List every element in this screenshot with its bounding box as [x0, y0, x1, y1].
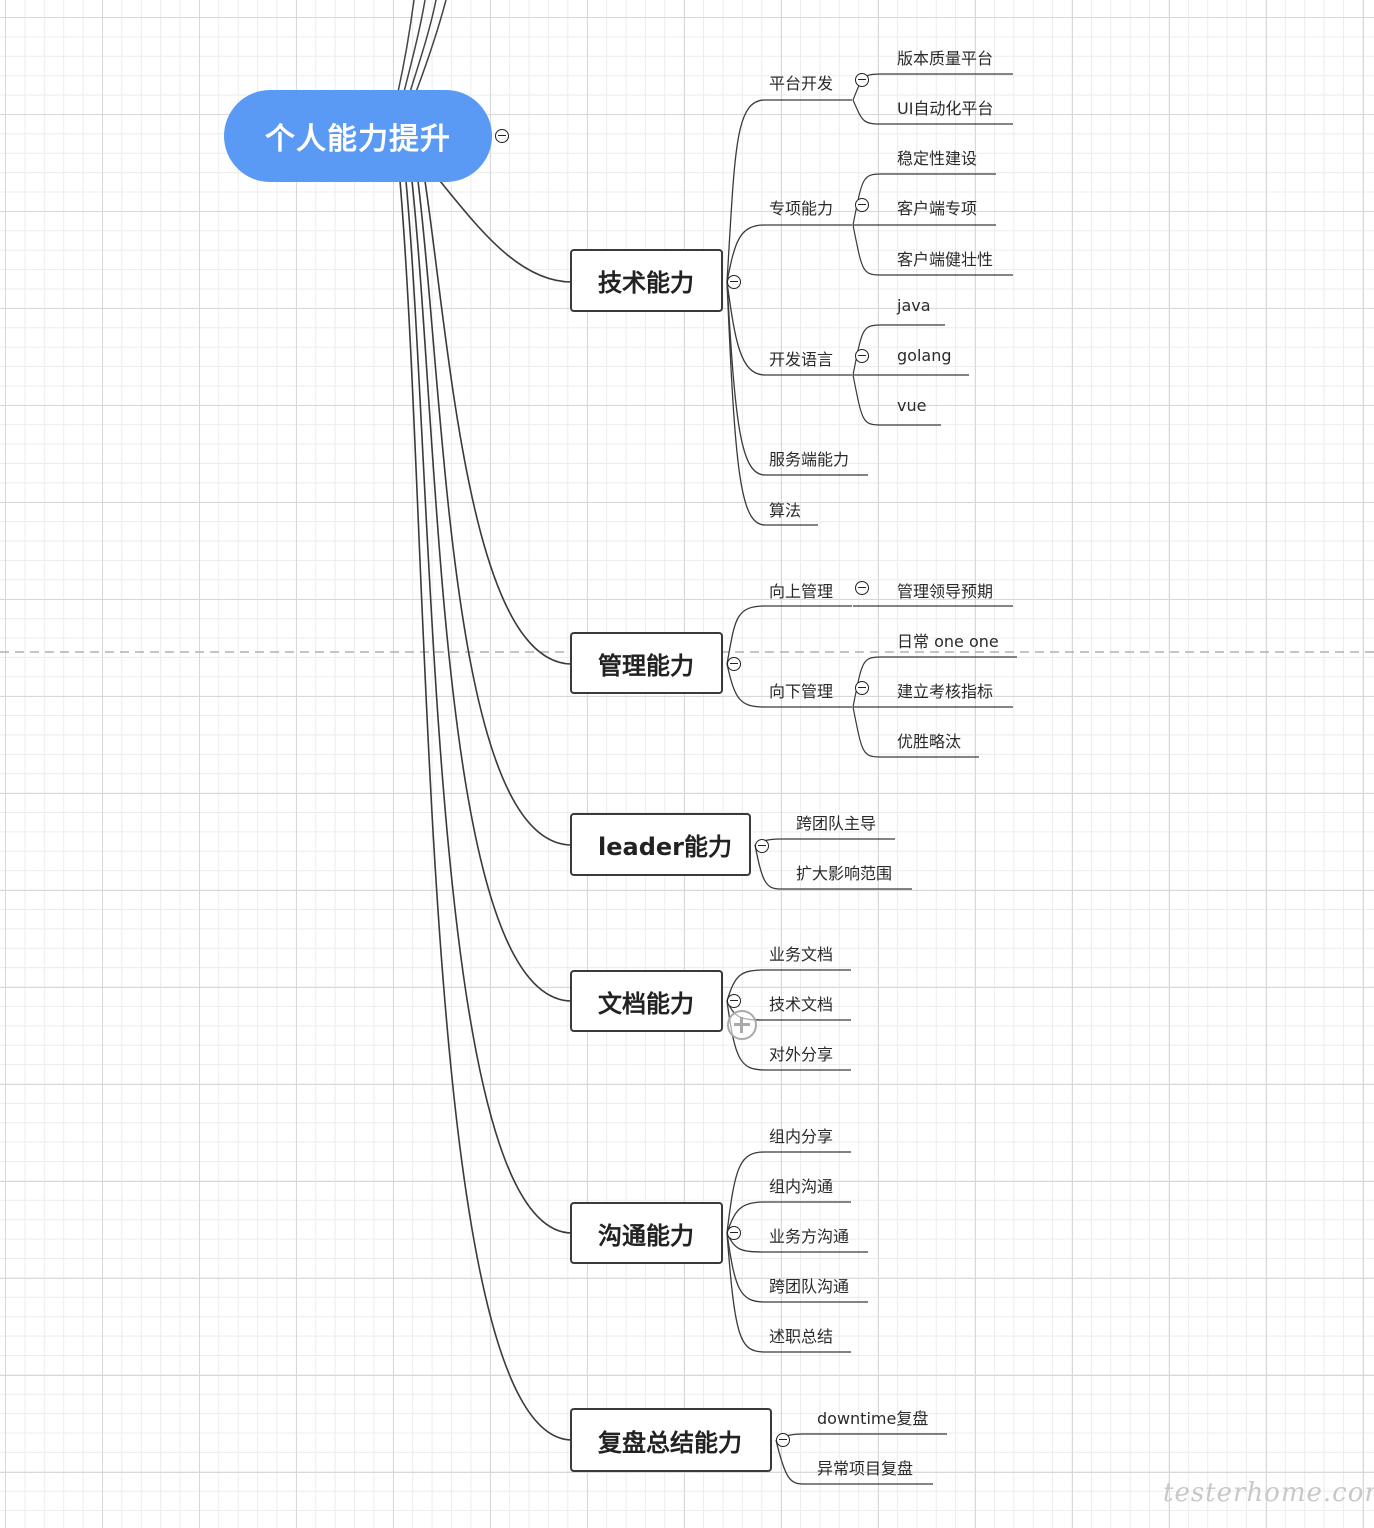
collapse-icon[interactable] [855, 581, 869, 595]
subtopic[interactable]: 跨团队沟通 [769, 1277, 850, 1296]
leaf-topic[interactable]: 优胜略汰 [897, 732, 962, 751]
leaf-topic[interactable]: 版本质量平台 [897, 49, 994, 68]
subtopic[interactable]: 服务端能力 [769, 450, 850, 469]
collapse-icon[interactable] [855, 681, 869, 695]
collapse-icon[interactable] [727, 275, 741, 289]
subtopic[interactable]: downtime复盘 [817, 1409, 929, 1428]
leaf-topic[interactable]: 客户端健壮性 [897, 250, 994, 269]
main-topic-docs[interactable]: 文档能力 [570, 970, 723, 1032]
leaf-topic[interactable]: 管理领导预期 [897, 582, 994, 601]
leaf-topic[interactable]: vue [897, 396, 927, 415]
collapse-icon[interactable] [495, 129, 509, 143]
collapse-icon[interactable] [727, 1226, 741, 1240]
subtopic[interactable]: 平台开发 [769, 74, 834, 93]
main-topic-tech[interactable]: 技术能力 [570, 249, 723, 312]
subtopic[interactable]: 组内分享 [769, 1127, 834, 1146]
subtopic[interactable]: 向上管理 [769, 582, 834, 601]
collapse-icon[interactable] [855, 198, 869, 212]
subtopic[interactable]: 算法 [769, 501, 802, 520]
subtopic[interactable]: 业务方沟通 [769, 1227, 850, 1246]
subtopic[interactable]: 业务文档 [769, 945, 834, 964]
subtopic[interactable]: 对外分享 [769, 1045, 834, 1064]
main-topic-management[interactable]: 管理能力 [570, 632, 723, 694]
subtopic[interactable]: 向下管理 [769, 682, 834, 701]
collapse-icon[interactable] [727, 657, 741, 671]
root-topic[interactable]: 个人能力提升 [224, 90, 492, 182]
main-topic-review[interactable]: 复盘总结能力 [570, 1408, 772, 1472]
collapse-icon[interactable] [855, 349, 869, 363]
root-link-leader [417, 180, 573, 846]
leaf-topic[interactable]: java [897, 296, 931, 315]
leaf-topic[interactable]: 稳定性建设 [897, 149, 978, 168]
main-topic-communication[interactable]: 沟通能力 [570, 1202, 723, 1264]
leaf-topic[interactable]: 客户端专项 [897, 199, 978, 218]
collapse-icon[interactable] [727, 994, 741, 1008]
main-topic-leader[interactable]: leader能力 [570, 813, 751, 876]
offscreen-connector [415, 0, 447, 93]
root-link-review [399, 180, 573, 1441]
watermark: testerhome.com [1163, 1478, 1374, 1508]
root-link-tech [439, 180, 573, 283]
root-link-comm [405, 180, 573, 1234]
leaf-topic[interactable]: 建立考核指标 [897, 682, 994, 701]
subtopic[interactable]: 扩大影响范围 [796, 864, 893, 883]
subtopic[interactable]: 开发语言 [769, 350, 834, 369]
collapse-icon[interactable] [776, 1433, 790, 1447]
offscreen-connector [397, 0, 415, 93]
subtopic[interactable]: 组内沟通 [769, 1177, 834, 1196]
leaf-topic[interactable]: 日常 one one [897, 632, 999, 651]
leaf-topic[interactable]: UI自动化平台 [897, 99, 994, 118]
offscreen-connector [409, 0, 437, 93]
leaf-topic[interactable]: golang [897, 346, 952, 365]
subtopic[interactable]: 专项能力 [769, 199, 834, 218]
root-link-doc [411, 180, 573, 1002]
subtopic[interactable]: 异常项目复盘 [817, 1459, 914, 1478]
subtopic[interactable]: 技术文档 [769, 995, 834, 1014]
root-link-mgmt [424, 180, 573, 665]
add-topic-icon[interactable] [727, 1010, 757, 1040]
collapse-icon[interactable] [855, 73, 869, 87]
subtopic[interactable]: 跨团队主导 [796, 814, 877, 833]
collapse-icon[interactable] [755, 839, 769, 853]
subtopic[interactable]: 述职总结 [769, 1327, 834, 1346]
offscreen-connector [403, 0, 426, 93]
